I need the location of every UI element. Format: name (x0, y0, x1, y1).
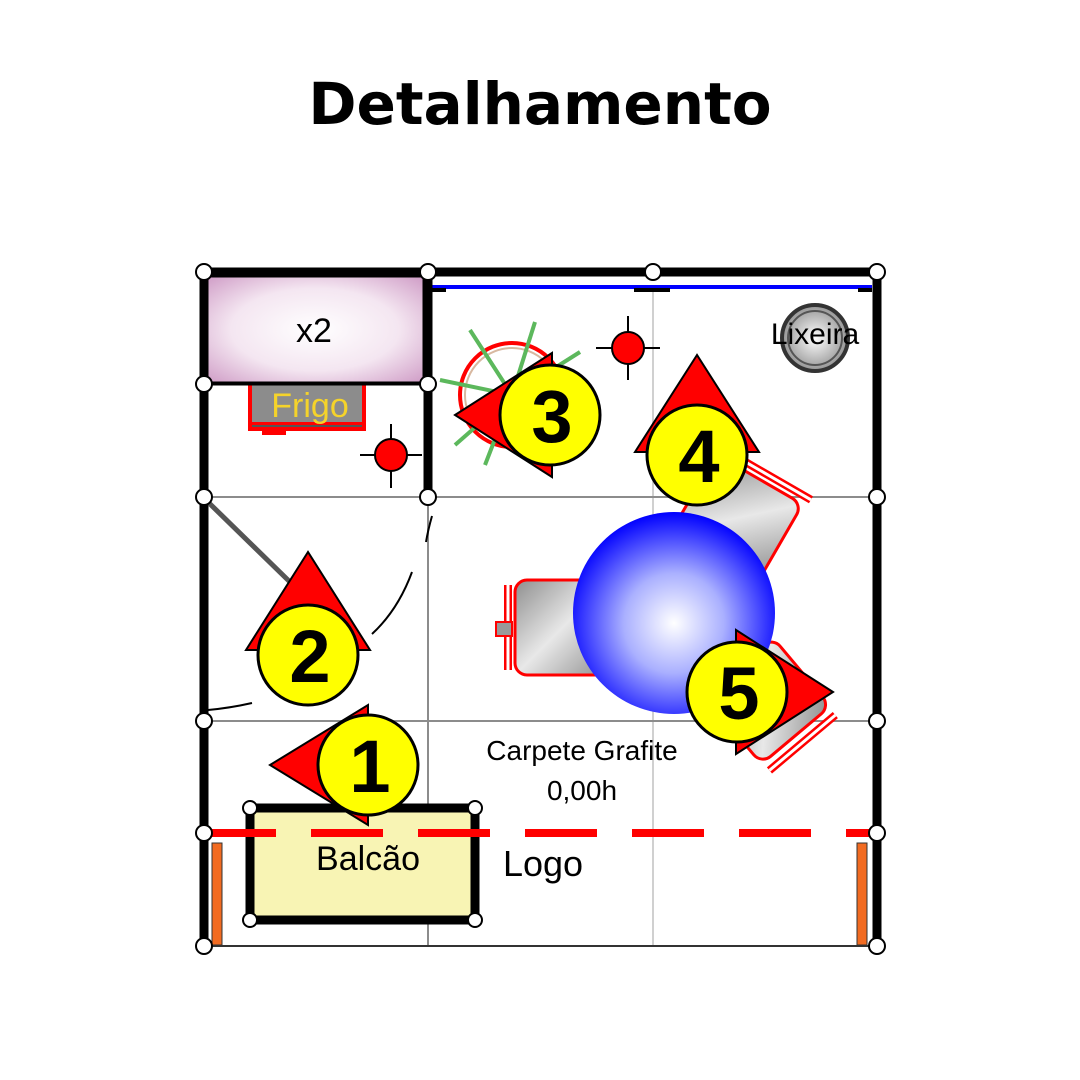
post-right (856, 842, 868, 946)
counter-label: Balcão (316, 840, 420, 878)
floor-material-label: Carpete Grafite (486, 735, 677, 766)
ceiling-light-2 (596, 316, 660, 380)
marker-2-label: 2 (289, 615, 330, 698)
logo-label: Logo (503, 843, 583, 884)
marker-5-label: 5 (718, 652, 759, 735)
marker-4-label: 4 (678, 415, 719, 498)
view-marker-2[interactable]: 2 (244, 550, 372, 707)
view-marker-5[interactable]: 5 (685, 628, 835, 756)
view-marker-3[interactable]: 3 (453, 351, 602, 479)
view-marker-1[interactable]: 1 (268, 703, 420, 827)
post-left (211, 842, 223, 946)
fridge[interactable]: Frigo (248, 384, 366, 435)
marker-1-label: 1 (349, 725, 390, 808)
trash-bin[interactable]: Lixeira (771, 303, 860, 373)
ceiling-light-1 (360, 424, 422, 488)
storage-room[interactable]: x2 (204, 274, 426, 385)
storage-label: x2 (296, 312, 332, 350)
trash-label: Lixeira (771, 318, 860, 351)
counter[interactable]: Balcão (242, 800, 483, 928)
window-top (432, 285, 872, 292)
marker-3-label: 3 (531, 375, 572, 458)
page-title: Detalhamento (308, 70, 772, 138)
view-marker-4[interactable]: 4 (633, 353, 761, 507)
wall-joints (195, 263, 886, 955)
door[interactable] (206, 500, 433, 711)
fridge-label: Frigo (271, 387, 348, 425)
floor-height-label: 0,00h (547, 775, 617, 806)
